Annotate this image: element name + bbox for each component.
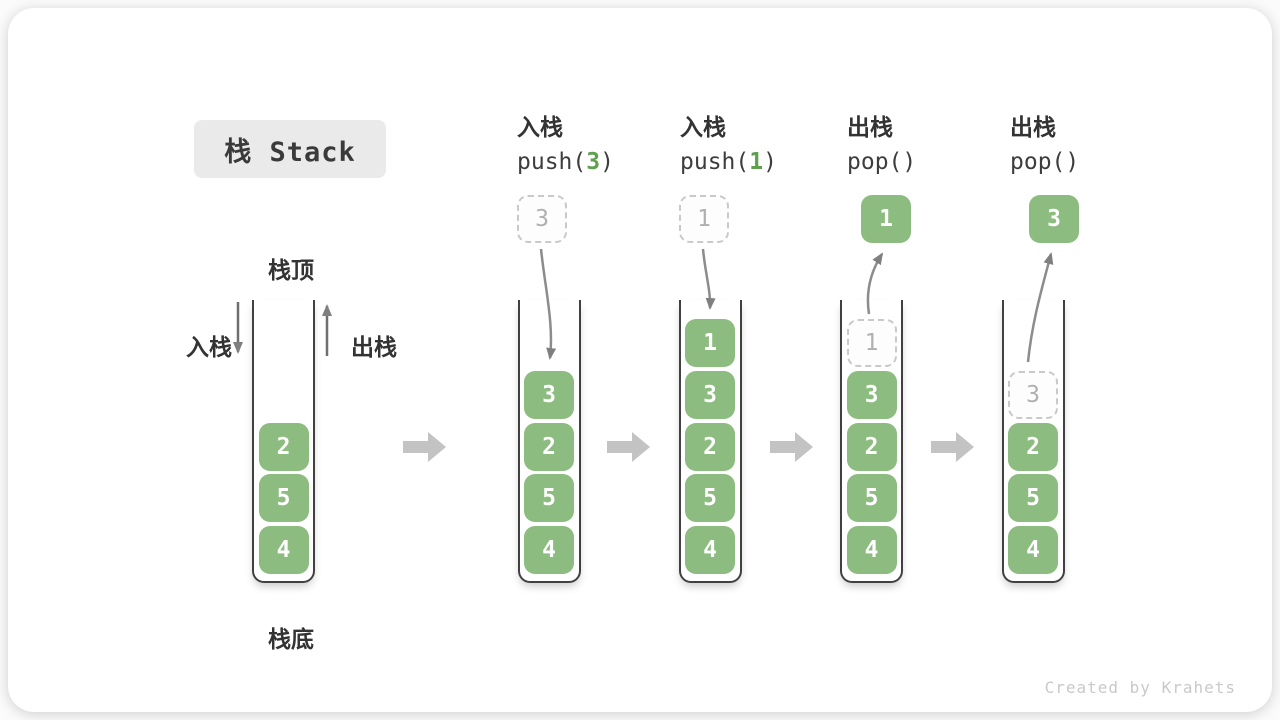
next-state-arrow-icon (403, 432, 446, 462)
push-side-label: 入栈 (186, 334, 232, 360)
stack-cell-1: 1 (685, 319, 735, 368)
stack-container-state-initial (252, 300, 315, 583)
stack-container-state-after-pop-3 (1001, 300, 1065, 583)
operation-label-4: 出栈 pop() (1010, 112, 1079, 178)
stack-cell-1-floating: 1 (861, 195, 911, 243)
operation-label-2: 入栈 push(1) (680, 112, 777, 178)
stack-cell-4: 4 (685, 526, 735, 574)
stack-cell-5: 5 (524, 474, 574, 523)
watermark: Created by Krahets (1044, 678, 1236, 697)
operation-arg: 3 (586, 149, 601, 175)
operation-code-segment: pop() (1010, 149, 1080, 175)
operation-code-segment: ) (763, 149, 777, 175)
stack-container-state-after-push-1 (678, 300, 742, 583)
stack-cell-3: 3 (685, 370, 735, 419)
stack-cell-5: 5 (846, 474, 897, 523)
stack-cell-5: 5 (258, 474, 309, 523)
stack-cell-2: 2 (524, 422, 574, 471)
operation-arg: 1 (749, 149, 764, 175)
operation-label-3: 出栈 pop() (847, 112, 916, 178)
stack-cell-2: 2 (258, 422, 309, 471)
ghost-cell-3-floating: 3 (517, 195, 567, 243)
operation-code-segment: push( (680, 149, 750, 175)
stack-container-state-after-push-3 (517, 300, 581, 583)
ghost-cell-1-floating: 1 (679, 195, 729, 243)
operation-zh-text: 入栈 (517, 114, 563, 140)
operation-code-text: pop() (847, 146, 916, 178)
operation-zh-text: 出栈 (847, 114, 893, 140)
stack-cell-5: 5 (685, 474, 735, 523)
operation-zh-text: 出栈 (1010, 114, 1056, 140)
stack-cell-5: 5 (1008, 474, 1058, 523)
stack-cell-3-floating: 3 (1029, 195, 1079, 243)
title-box: 栈 Stack (194, 120, 386, 178)
operation-code-segment: ) (600, 149, 614, 175)
stack-bottom-label: 栈底 (268, 626, 314, 652)
ghost-cell-3: 3 (1008, 370, 1058, 419)
stack-cell-4: 4 (524, 526, 574, 574)
stack-cell-3: 3 (846, 370, 897, 419)
operation-code-segment: push( (517, 149, 587, 175)
stack-cell-4: 4 (846, 526, 897, 574)
next-state-arrow-icon (770, 432, 813, 462)
operation-code-text: push(3) (517, 146, 614, 178)
ghost-cell-1: 1 (846, 319, 897, 368)
operation-code-text: push(1) (680, 146, 777, 178)
next-state-arrow-icon (931, 432, 974, 462)
stack-cell-4: 4 (258, 526, 309, 574)
stack-container-state-after-pop-1 (840, 300, 903, 583)
operation-label-1: 入栈 push(3) (517, 112, 614, 178)
stack-cell-2: 2 (685, 422, 735, 471)
operation-code-text: pop() (1010, 146, 1079, 178)
pop-side-label: 出栈 (351, 334, 397, 360)
stack-cell-2: 2 (846, 422, 897, 471)
operation-code-segment: pop() (847, 149, 917, 175)
stack-top-label: 栈顶 (268, 257, 314, 283)
stack-cell-3: 3 (524, 370, 574, 419)
title-text: 栈 Stack (224, 136, 356, 168)
operation-zh-text: 入栈 (680, 114, 726, 140)
stack-cell-4: 4 (1008, 526, 1058, 574)
next-state-arrow-icon (607, 432, 650, 462)
stack-cell-2: 2 (1008, 422, 1058, 471)
